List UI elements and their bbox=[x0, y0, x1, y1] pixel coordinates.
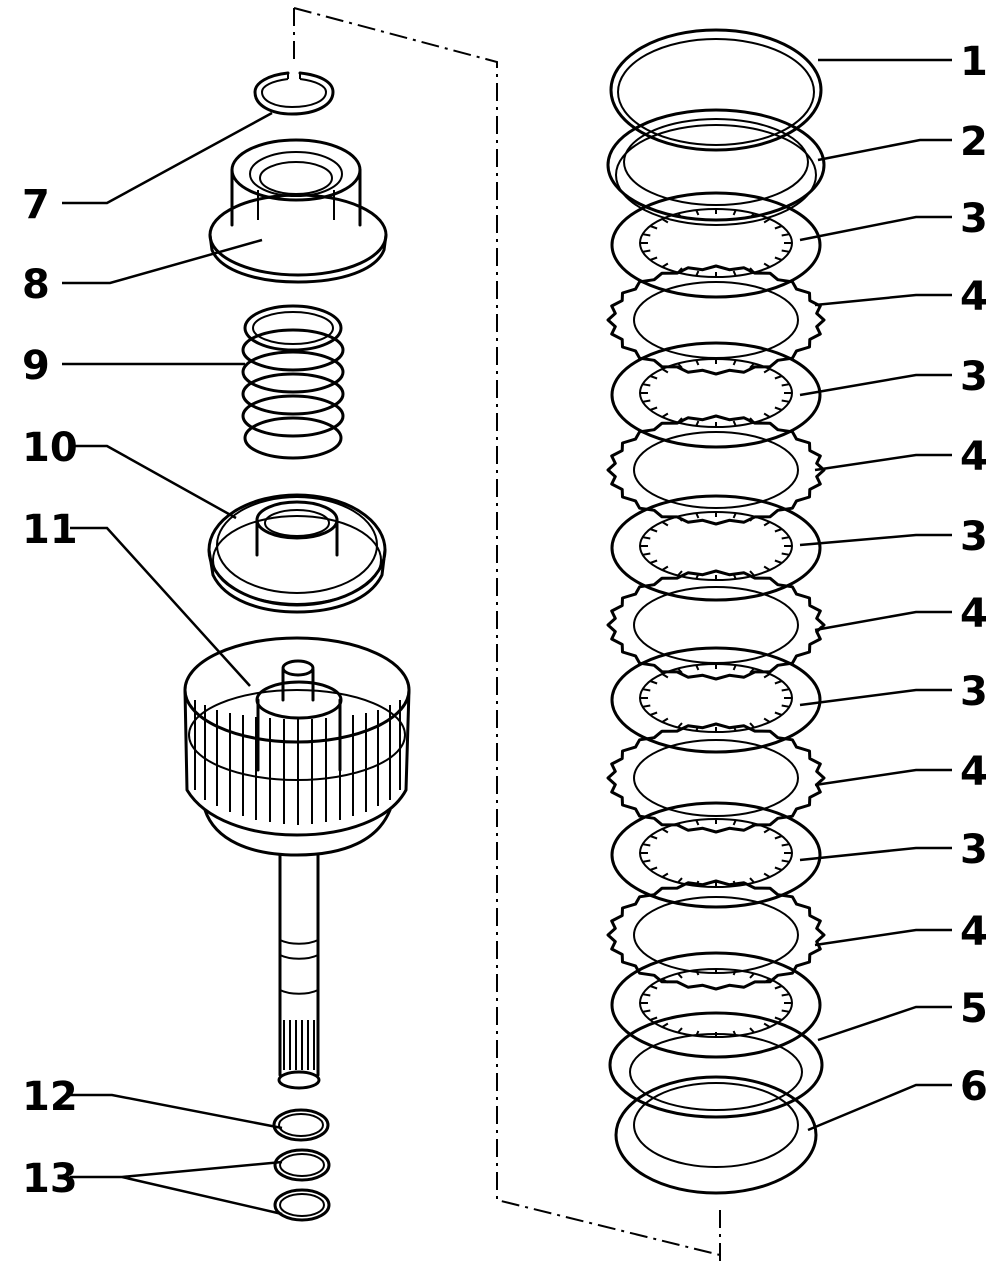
callout-1: 1 bbox=[960, 39, 988, 85]
leader-lines bbox=[62, 58, 952, 1216]
part-9-coil-spring bbox=[241, 304, 345, 460]
part-10-piston bbox=[207, 493, 387, 614]
callout-13: 13 bbox=[22, 1156, 78, 1202]
friction-plate bbox=[606, 722, 826, 834]
assembly-axis-line bbox=[293, 7, 721, 1262]
friction-plate bbox=[606, 414, 826, 526]
callout-5: 5 bbox=[960, 986, 988, 1032]
callout-7: 7 bbox=[22, 182, 50, 228]
clutch-plate-stack bbox=[606, 191, 826, 1059]
part-11-clutch-drum-shaft bbox=[183, 636, 411, 1090]
part-6-backing-plate bbox=[614, 1075, 818, 1195]
steel-plate bbox=[610, 341, 822, 449]
part-8-spring-retainer bbox=[208, 138, 388, 284]
callout-6: 6 bbox=[960, 1064, 988, 1110]
callout-3-fourth: 3 bbox=[960, 669, 988, 715]
inner-teeth bbox=[640, 512, 792, 580]
callout-4-second: 4 bbox=[960, 434, 988, 480]
steel-plate bbox=[610, 646, 822, 754]
part-12-seal-ring bbox=[272, 1108, 330, 1142]
steel-plate bbox=[610, 801, 822, 909]
steel-plate bbox=[610, 191, 822, 299]
callout-9: 9 bbox=[22, 343, 50, 389]
callout-4-fourth: 4 bbox=[960, 749, 988, 795]
part-2-pressure-plate bbox=[606, 108, 826, 226]
callout-labels: 7 8 9 10 11 12 13 1 2 3 4 3 4 3 4 3 4 3 … bbox=[22, 39, 988, 1202]
callout-4-fifth: 4 bbox=[960, 909, 988, 955]
steel-plate bbox=[610, 494, 822, 602]
callout-3-second: 3 bbox=[960, 354, 988, 400]
callout-10: 10 bbox=[22, 425, 78, 471]
callout-3-third: 3 bbox=[960, 514, 988, 560]
callout-3-first: 3 bbox=[960, 196, 988, 242]
inner-teeth bbox=[640, 969, 792, 1037]
part-5-pressure-plate bbox=[608, 1011, 824, 1119]
steel-plate bbox=[610, 951, 822, 1059]
callout-4-third: 4 bbox=[960, 591, 988, 637]
part-1-snap-ring bbox=[609, 28, 823, 152]
part-7-snap-ring bbox=[253, 71, 335, 116]
callout-2: 2 bbox=[960, 119, 988, 165]
callout-11: 11 bbox=[22, 507, 78, 553]
inner-teeth bbox=[640, 819, 792, 887]
part-13-seal-rings bbox=[273, 1148, 331, 1222]
callout-12: 12 bbox=[22, 1074, 78, 1120]
inner-teeth bbox=[640, 664, 792, 732]
callout-4-first: 4 bbox=[960, 274, 988, 320]
callout-3-fifth: 3 bbox=[960, 827, 988, 873]
callout-8: 8 bbox=[22, 262, 50, 308]
